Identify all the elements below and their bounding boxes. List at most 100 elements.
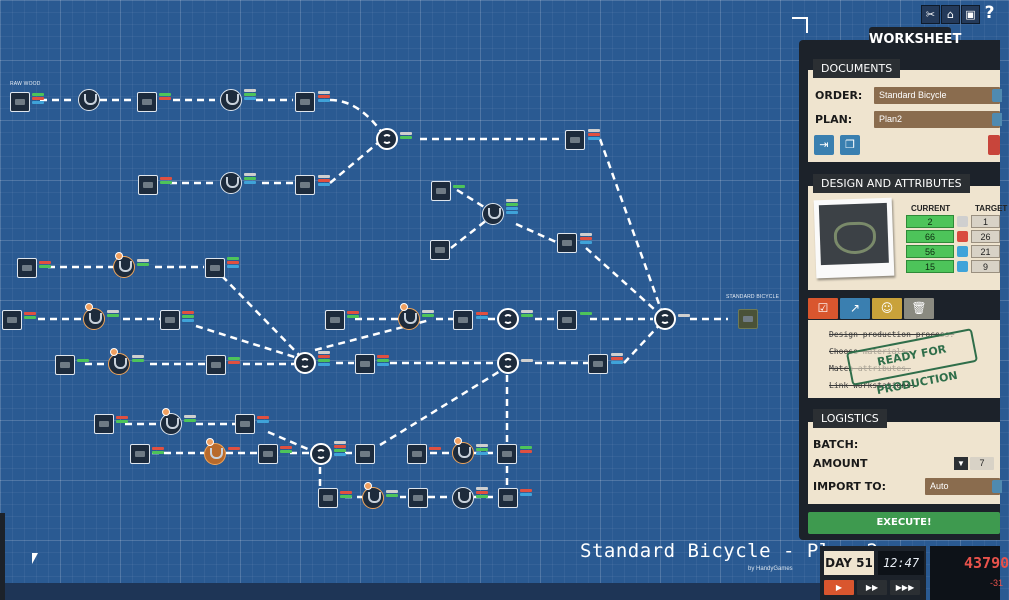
node-stats [476,443,490,461]
part-node[interactable] [138,175,158,195]
part-node[interactable] [407,444,427,464]
import-dropdown[interactable]: Auto [925,478,1002,495]
part-node[interactable] [325,310,345,330]
node-stats [334,440,348,458]
decrease-amount-button[interactable]: ▼ [954,457,968,470]
part-node[interactable] [355,354,375,374]
part-node[interactable] [130,444,150,464]
play-button[interactable]: ▶ [824,580,854,595]
part-node[interactable] [318,488,338,508]
part-node[interactable] [235,414,255,434]
node-stats [184,414,198,432]
part-node[interactable] [2,310,22,330]
home-icon[interactable]: ⌂ [941,5,960,24]
part-node[interactable] [430,240,450,260]
frame-corner [792,17,808,33]
part-node[interactable] [431,181,451,201]
part-node[interactable] [295,92,315,112]
part-node[interactable] [205,258,225,278]
part-node[interactable] [497,444,517,464]
plan-value: Plan2 [879,114,903,124]
plan-dropdown[interactable]: Plan2 [874,111,1002,128]
assembly-hub[interactable] [497,352,519,374]
export-icon[interactable]: ⇥ [814,135,834,155]
person-icon[interactable]: ☺ [872,298,902,319]
copy-icon[interactable]: ❐ [840,135,860,155]
part-node[interactable] [408,488,428,508]
warning-badge [364,482,372,490]
delete-icon[interactable] [988,135,1000,155]
node-stats [137,258,151,276]
gear-machine[interactable] [204,443,226,465]
bender-machine[interactable] [108,353,130,375]
part-node[interactable] [94,414,114,434]
money-delta: -31 [990,578,1004,588]
node-stats [377,354,391,372]
assembly-hub[interactable] [310,443,332,465]
saw-machine[interactable] [78,89,100,111]
part-node[interactable] [295,175,315,195]
part-node[interactable] [258,444,278,464]
bender-machine[interactable] [220,172,242,194]
wheel-machine[interactable] [482,203,504,225]
end-label: STANDARD BICYCLE [726,294,780,300]
part-node[interactable] [55,355,75,375]
amount-value[interactable]: 7 [970,457,994,470]
design-title: DESIGN AND ATTRIBUTES [813,174,970,193]
attribute-icon [957,231,968,242]
order-dropdown[interactable]: Standard Bicycle [874,87,1002,104]
bender-machine[interactable] [113,256,135,278]
help-icon[interactable]: ? [984,3,995,23]
plan-label: PLAN: [815,113,853,126]
plan-caption: Standard Bicycle - Plan 2 [580,540,879,562]
assembly-hub[interactable] [497,308,519,330]
part-node[interactable] [557,310,577,330]
plank-node[interactable] [137,92,157,112]
warning-badge [162,408,170,416]
node-stats [476,486,490,504]
frame-node[interactable] [565,130,585,150]
bender-machine[interactable] [362,487,384,509]
node-stats [429,446,443,464]
logistics-title: LOGISTICS [813,409,887,428]
part-node[interactable] [17,258,37,278]
part-node[interactable] [355,444,375,464]
node-stats [159,92,173,110]
worksheet-title[interactable]: WORKSHEET [869,27,961,53]
assembly-hub[interactable] [294,352,316,374]
node-stats [520,488,534,506]
time-display: 12:47 [878,551,924,575]
press-machine[interactable] [160,413,182,435]
standard-bicycle-output[interactable] [738,309,758,329]
node-stats [580,232,594,250]
tools-icon[interactable]: ✂ [921,5,940,24]
camera-icon[interactable]: ▣ [961,5,980,24]
assembly-hub[interactable] [376,128,398,150]
part-node[interactable] [206,355,226,375]
bender-machine[interactable] [452,442,474,464]
cutter-machine[interactable] [452,487,474,509]
wheel-node[interactable] [557,233,577,253]
bender-machine[interactable] [83,308,105,330]
part-node[interactable] [498,488,518,508]
node-stats [318,350,332,368]
node-stats [347,310,361,328]
part-node[interactable] [588,354,608,374]
press-machine[interactable] [220,89,242,111]
attribute-icon [957,261,968,272]
bender-machine[interactable] [398,308,420,330]
import-value: Auto [930,481,949,491]
fast-forward-button[interactable]: ▶▶ [857,580,887,595]
target-header: TARGET [975,204,1008,213]
part-node[interactable] [453,310,473,330]
final-assembly-hub[interactable] [654,308,676,330]
part-node[interactable] [160,310,180,330]
node-stats [257,415,271,433]
stats-icon[interactable]: ↗ [840,298,870,319]
fastest-button[interactable]: ▶▶▶ [890,580,920,595]
checklist-icon[interactable]: ☑ [808,298,838,319]
trash-icon[interactable]: 🗑 [904,298,934,319]
node-stats [318,174,332,192]
execute-button[interactable]: EXECUTE! [808,512,1000,534]
raw-wood-node[interactable] [10,92,30,112]
